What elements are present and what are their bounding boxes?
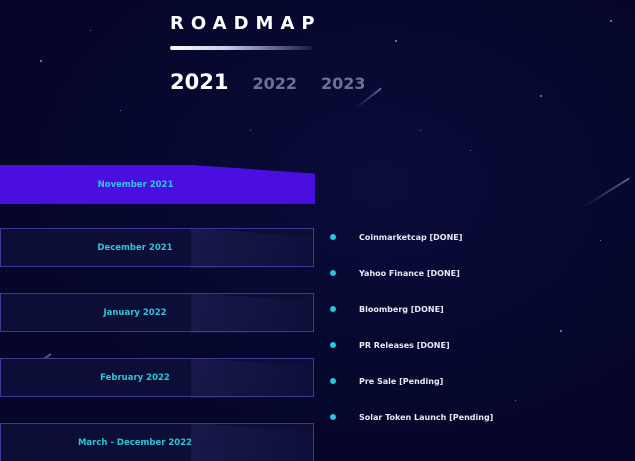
milestone-text: Bloomberg [DONE] [359, 305, 444, 314]
list-item: PR Releases [DONE] [330, 340, 493, 376]
month-label: February 2022 [100, 372, 170, 383]
month-item-march-december-2022[interactable]: March - December 2022 [0, 423, 314, 461]
title-underline [170, 46, 312, 50]
list-item: Coinmarketcap [DONE] [330, 232, 493, 268]
page-title: ROADMAP [170, 13, 322, 34]
month-label: March - December 2022 [77, 437, 193, 448]
month-item-february-2022[interactable]: February 2022 [0, 358, 314, 397]
milestone-text: PR Releases [DONE] [359, 341, 450, 350]
star [120, 110, 121, 111]
star [540, 95, 542, 97]
tab-2022[interactable]: 2022 [252, 74, 297, 93]
month-item-december-2021[interactable]: December 2021 [0, 228, 314, 267]
milestone-list: Coinmarketcap [DONE] Yahoo Finance [DONE… [330, 232, 493, 448]
month-item-january-2022[interactable]: January 2022 [0, 293, 314, 332]
bullet-dot-icon [330, 414, 336, 420]
list-item: Pre Sale [Pending] [330, 376, 493, 412]
star [395, 40, 397, 42]
list-item: Solar Token Launch [Pending] [330, 412, 493, 448]
list-item: Yahoo Finance [DONE] [330, 268, 493, 304]
star [40, 60, 42, 62]
bullet-dot-icon [330, 342, 336, 348]
star [600, 240, 601, 241]
bullet-dot-icon [330, 378, 336, 384]
month-label: November 2021 [97, 179, 174, 190]
star [610, 20, 612, 22]
milestone-text: Solar Token Launch [Pending] [359, 413, 494, 422]
milestone-text: Pre Sale [Pending] [359, 377, 444, 386]
star [470, 150, 471, 151]
tab-2023[interactable]: 2023 [320, 74, 366, 93]
list-item: Bloomberg [DONE] [330, 304, 493, 340]
star [90, 30, 91, 31]
year-tabs: 2021 2022 2023 [170, 70, 390, 94]
bullet-dot-icon [330, 234, 336, 240]
star [560, 330, 562, 332]
milestone-text: Yahoo Finance [DONE] [359, 269, 460, 278]
bullet-dot-icon [330, 270, 336, 276]
star [420, 130, 421, 131]
star [515, 400, 516, 401]
milestone-text: Coinmarketcap [DONE] [359, 233, 463, 242]
month-item-november-2021[interactable]: November 2021 [0, 165, 315, 204]
month-label: January 2022 [103, 307, 167, 318]
shooting-star [584, 177, 630, 207]
tab-2021[interactable]: 2021 [170, 70, 229, 94]
bullet-dot-icon [330, 306, 336, 312]
month-label: December 2021 [97, 242, 173, 253]
star [250, 130, 251, 131]
